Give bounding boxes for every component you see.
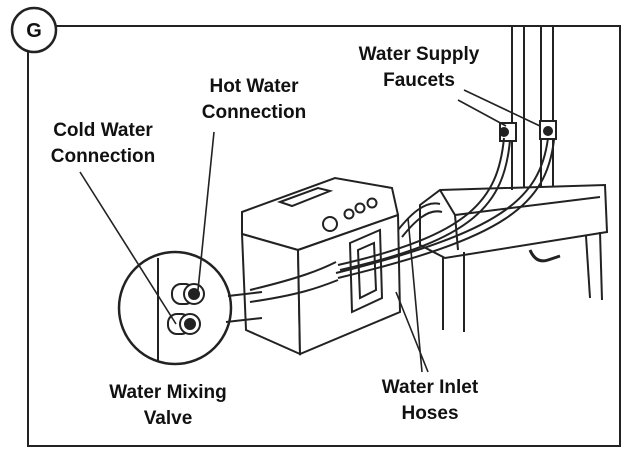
svg-text:Water Supply: Water Supply (359, 44, 480, 65)
svg-text:Connection: Connection (51, 146, 156, 167)
svg-text:Water Mixing: Water Mixing (109, 382, 227, 403)
label-water-mixing-valve: Water Mixing Valve (109, 382, 227, 429)
water-supply-faucets (499, 26, 557, 190)
svg-text:Hoses: Hoses (401, 403, 458, 424)
label-water-inlet-hoses: Water Inlet Hoses (382, 377, 479, 424)
svg-text:Valve: Valve (144, 408, 193, 429)
svg-text:Connection: Connection (202, 102, 307, 123)
label-cold-water-connection: Cold Water Connection (51, 120, 156, 167)
badge-letter: G (26, 20, 42, 42)
svg-text:Cold Water: Cold Water (53, 120, 153, 141)
label-water-supply-faucets: Water Supply Faucets (359, 44, 480, 91)
svg-text:Water Inlet: Water Inlet (382, 377, 479, 398)
water-mixing-valve-detail (117, 250, 263, 366)
laundry-tub (419, 183, 609, 332)
label-hot-water-connection: Hot Water Connection (202, 76, 307, 123)
leader-lines (79, 89, 541, 373)
water-inlet-hoses (249, 137, 555, 303)
figure-badge: G (10, 6, 58, 54)
magnifier-circle (117, 250, 233, 366)
diagram-frame (27, 25, 621, 447)
washing-machine (240, 176, 402, 356)
svg-text:Hot Water: Hot Water (209, 76, 299, 97)
badge-circle (10, 6, 58, 54)
svg-text:Faucets: Faucets (383, 70, 455, 91)
